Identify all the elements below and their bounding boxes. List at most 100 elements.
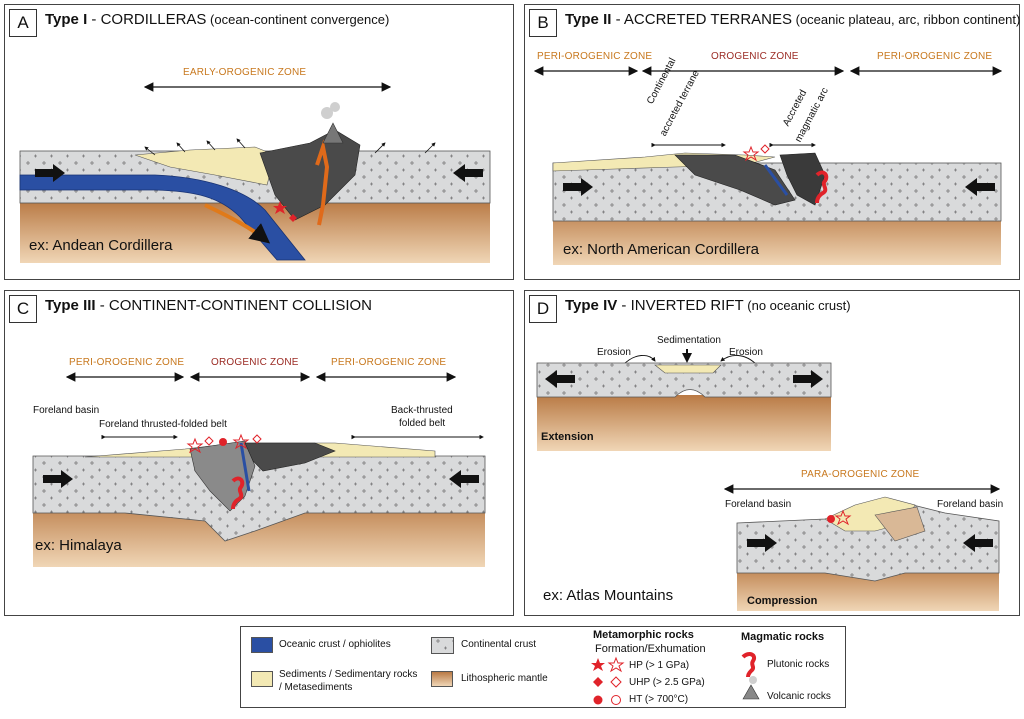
- panel-a-title-bold: Type I: [45, 11, 88, 28]
- panel-d-title-bold: Type IV: [565, 297, 618, 314]
- arrow-left-icon: [449, 470, 479, 488]
- arrow-right-icon: [35, 164, 65, 182]
- circle-icon: [611, 695, 621, 705]
- legend-ht: HT (> 700°C): [629, 694, 689, 705]
- pluton-icon: [815, 170, 829, 204]
- panel-d: D Type IV - INVERTED RIFT (no oceanic cr…: [524, 290, 1020, 616]
- panel-d-label-erosion-right: Erosion: [729, 347, 763, 358]
- arrow-right-icon: [747, 534, 777, 552]
- panel-a-ash-cloud: [321, 107, 333, 119]
- pluton-icon: [741, 652, 756, 678]
- panel-c-zone-right: PERI-OROGENIC ZONE: [331, 357, 447, 368]
- arrow-right-icon: [563, 178, 593, 196]
- arrow-left-icon: [965, 178, 995, 196]
- arrow-right-icon: [793, 370, 823, 388]
- panel-c-label-foreland: Foreland basin: [33, 405, 100, 416]
- panel-c-title-bold: Type III: [45, 297, 96, 314]
- arrow-left-icon: [453, 164, 483, 182]
- panel-d-example: ex: Atlas Mountains: [543, 587, 674, 604]
- panel-d-label-foreland-left: Foreland basin: [725, 499, 792, 510]
- panel-a-arc: [259, 129, 361, 221]
- panel-d-stage-compression: Compression: [747, 595, 818, 607]
- legend-swatch-mantle: [431, 671, 453, 687]
- panel-a-diagram: [19, 82, 491, 263]
- star-icon: [607, 656, 625, 673]
- panel-d-label-foreland-right: Foreland basin: [937, 499, 1004, 510]
- circle-icon: [827, 515, 835, 523]
- star-icon: [273, 201, 287, 214]
- legend-uhp: UHP (> 2.5 GPa): [629, 677, 705, 688]
- panel-c-title: Type III - CONTINENT-CONTINENT COLLISION: [45, 297, 372, 314]
- diamond-icon: [204, 436, 214, 446]
- panel-c-crust: [32, 455, 486, 542]
- volcano-ash-icon: [749, 676, 757, 684]
- legend-swatch-continental: [431, 637, 454, 654]
- diamond-icon: [289, 214, 297, 222]
- star-icon: [232, 433, 250, 450]
- legend-continental: Continental crust: [461, 639, 537, 650]
- panel-d-label-sed: Sedimentation: [657, 335, 721, 346]
- panel-d-title: Type IV - INVERTED RIFT (no oceanic crus…: [565, 297, 851, 314]
- volcano-icon: [322, 122, 344, 144]
- volcano-icon: [742, 684, 760, 700]
- legend-magma-title: Magmatic rocks: [741, 631, 825, 643]
- legend-swatch-sediments: [251, 671, 273, 687]
- panel-a-oceanic-slab: [19, 174, 306, 261]
- legend-magma-symbols: [741, 652, 760, 700]
- legend-plutonic: Plutonic rocks: [767, 659, 830, 670]
- panel-b-title-bold: Type II: [565, 11, 612, 28]
- diamond-icon: [252, 434, 262, 444]
- panel-a-subduction-arrow: [204, 203, 271, 244]
- panel-c-letter: C: [9, 295, 37, 323]
- panel-c-diagram: [32, 372, 486, 567]
- panel-b: B Type II - ACCRETED TERRANES (oceanic p…: [524, 4, 1020, 280]
- panel-b-zone-right: PERI-OROGENIC ZONE: [877, 51, 993, 62]
- arrow-left-icon: [545, 370, 575, 388]
- legend-volcanic: Volcanic rocks: [767, 691, 831, 702]
- star-icon: [834, 509, 852, 526]
- panel-d-label-erosion-left: Erosion: [597, 347, 631, 358]
- panel-d-comp-core: [874, 506, 926, 542]
- panel-c-dark-wedge: [244, 442, 336, 472]
- panel-d-ext-basin: [654, 364, 722, 374]
- legend-sediments-2: / Metasediments: [279, 682, 353, 693]
- panel-d-erosion-arrow-left: [622, 355, 656, 366]
- panel-b-arc: [779, 152, 826, 206]
- diamond-icon: [593, 677, 603, 687]
- panel-a-zone: EARLY-OROGENIC ZONE: [183, 67, 307, 78]
- panel-d-diagram: [536, 349, 1001, 611]
- legend-sediments-1: Sediments / Sedimentary rocks: [279, 669, 418, 680]
- panel-a-title-rest: - CORDILLERAS: [87, 11, 207, 28]
- panel-d-title-rest: - INVERTED RIFT: [617, 297, 744, 314]
- panel-d-title-sub: (no oceanic crust): [743, 298, 851, 313]
- panel-b-title-rest: - ACCRETED TERRANES: [611, 11, 792, 28]
- panel-b-letter: B: [529, 9, 557, 37]
- star-icon: [591, 658, 605, 671]
- panel-c-example: ex: Himalaya: [35, 537, 122, 554]
- legend-meta-sub: Formation/Exhumation: [595, 643, 706, 655]
- panel-d-stage-extension: Extension: [541, 431, 594, 443]
- panel-c: C Type III - CONTINENT-CONTINENT COLLISI…: [4, 290, 514, 616]
- panel-a-title-sub: (ocean-continent convergence): [206, 12, 390, 27]
- panel-a-example: ex: Andean Cordillera: [29, 237, 173, 254]
- panel-a-letter: A: [9, 9, 37, 37]
- star-icon: [186, 437, 204, 454]
- diamond-icon: [760, 144, 770, 154]
- panel-c-label-back-2: folded belt: [399, 418, 446, 429]
- panel-b-zone-mid: OROGENIC ZONE: [711, 51, 799, 62]
- panel-d-zone: PARA-OROGENIC ZONE: [801, 469, 920, 480]
- panel-b-zone-left: PERI-OROGENIC ZONE: [537, 51, 653, 62]
- legend-meta-title: Metamorphic rocks: [593, 629, 694, 641]
- panel-b-diagram: [533, 66, 1003, 265]
- panel-a-thrust-ticks: [144, 138, 436, 156]
- panel-a-magma: [315, 139, 330, 226]
- panel-b-example: ex: North American Cordillera: [563, 241, 759, 258]
- panel-c-zone-mid: OROGENIC ZONE: [211, 357, 299, 368]
- panel-b-title-sub: (oceanic plateau, arc, ribbon continent): [792, 12, 1021, 27]
- legend-mantle: Lithospheric mantle: [461, 673, 548, 684]
- panel-c-label-thrust: Foreland thrusted-folded belt: [99, 419, 227, 430]
- legend-swatch-oceanic: [251, 637, 273, 653]
- circle-icon: [593, 695, 603, 705]
- panel-d-erosion-arrow-right: [720, 355, 758, 366]
- panel-d-ext-crust: [536, 362, 832, 398]
